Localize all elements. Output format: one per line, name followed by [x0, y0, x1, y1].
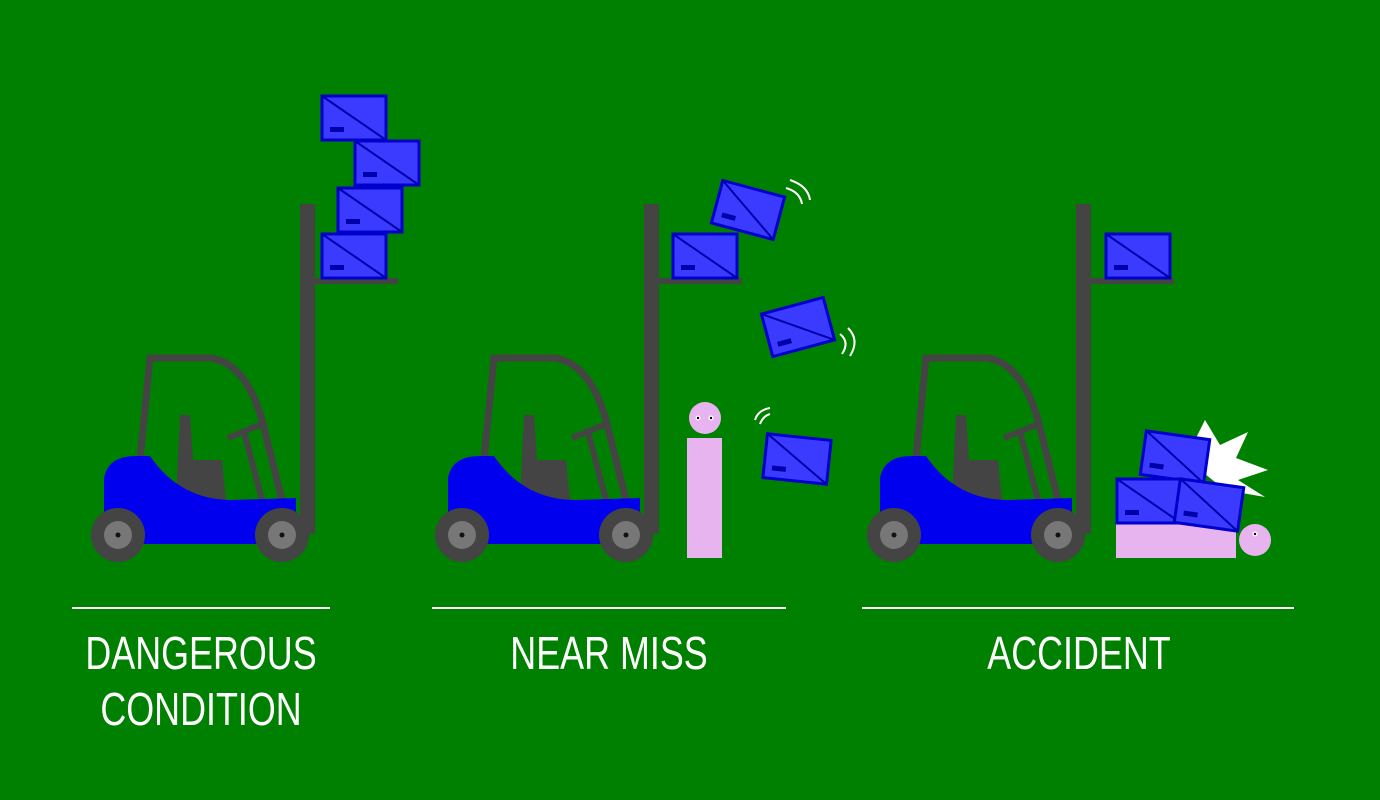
motion-lines: [754, 407, 771, 421]
person-fallen: [1116, 523, 1271, 558]
caption-line: DANGEROUS: [85, 627, 317, 679]
caption-line: ACCIDENT: [987, 627, 1171, 679]
box: [671, 232, 739, 280]
box: [320, 232, 388, 280]
caption-near-miss: NEAR MISS: [492, 625, 726, 681]
fallen-box: [1172, 477, 1246, 533]
person-standing: [687, 402, 722, 558]
caption-line: NEAR MISS: [510, 627, 708, 679]
falling-box: [759, 295, 837, 359]
box: [336, 186, 404, 234]
divider-line: [862, 607, 1294, 609]
falling-box: [761, 432, 833, 486]
caption-accident: ACCIDENT: [962, 625, 1196, 681]
divider-line: [432, 607, 786, 609]
divider-line: [72, 607, 330, 609]
fallen-box: [1115, 477, 1183, 525]
panel-near-miss: [435, 178, 856, 562]
box: [320, 94, 388, 142]
caption-dangerous-condition: DANGEROUS CONDITION: [84, 625, 318, 737]
motion-lines: [847, 327, 856, 357]
impact-burst: [1195, 420, 1268, 497]
box: [353, 139, 421, 187]
panel-dangerous-condition: [91, 94, 421, 562]
box: [1104, 232, 1172, 280]
panel-accident: [867, 204, 1271, 562]
fallen-box: [1138, 429, 1212, 485]
caption-line: CONDITION: [100, 683, 302, 735]
falling-box: [709, 178, 787, 242]
motion-lines: [789, 179, 811, 201]
